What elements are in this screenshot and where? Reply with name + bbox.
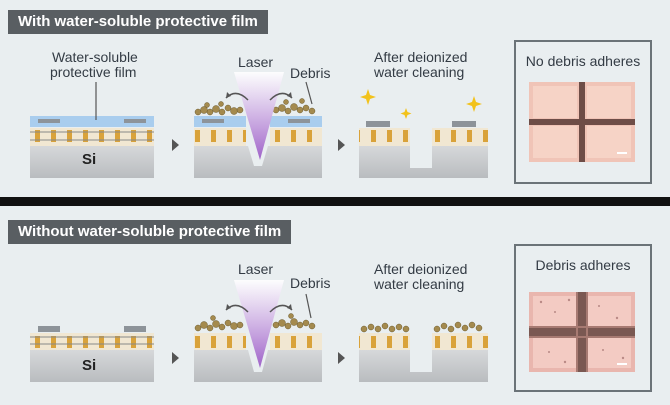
result-title: Debris adheres <box>535 257 631 273</box>
cleaning-label-line2: water cleaning <box>373 64 464 80</box>
stage-1-wafer: Si <box>30 326 154 382</box>
result-box-no-debris: No debris adheres <box>514 40 652 184</box>
section-header: With water-soluble protective film <box>8 10 268 34</box>
arrow-right-icon <box>172 139 179 151</box>
adhered-debris <box>360 321 483 333</box>
sparkle-icon <box>360 89 376 105</box>
micrograph-debris <box>529 292 635 372</box>
protective-film <box>30 116 154 127</box>
laser-beam <box>234 72 284 160</box>
section-header: Without water-soluble protective film <box>8 220 292 244</box>
arrow-right-icon <box>338 139 345 151</box>
laser-beam <box>234 280 284 368</box>
debris-particles <box>194 313 316 332</box>
panel-without-film: Si Laser Debris <box>0 206 670 405</box>
laser-label: Laser <box>238 261 273 277</box>
circuit-layer <box>30 128 154 146</box>
result-title: No debris adheres <box>525 53 641 69</box>
film-label-line1: Water-soluble <box>52 49 138 65</box>
sparkle-icon <box>466 96 482 112</box>
cleaning-label-line2: water cleaning <box>373 276 464 292</box>
si-label: Si <box>82 151 96 168</box>
debris-particles <box>194 98 316 116</box>
si-label: Si <box>82 357 96 374</box>
stage-1-wafer: Si <box>30 116 154 178</box>
laser-label: Laser <box>238 54 273 70</box>
process-diagram-with-film: Si Water-soluble protective film <box>30 49 488 178</box>
process-diagram-without-film: Si Laser Debris <box>30 261 488 382</box>
section-divider <box>0 197 670 206</box>
arrow-right-icon <box>338 352 345 364</box>
arrow-right-icon <box>172 352 179 364</box>
stage-2-laser <box>194 280 322 382</box>
stage-3-cleaned <box>359 89 488 178</box>
stage-3-debris-remains <box>359 321 488 382</box>
debris-label: Debris <box>290 275 330 291</box>
sparkle-icon <box>400 108 412 119</box>
debris-label: Debris <box>290 65 330 81</box>
result-box-debris: Debris adheres <box>514 244 652 392</box>
panel-with-film: Si Water-soluble protective film <box>0 0 670 197</box>
micrograph-clean <box>529 82 635 162</box>
film-label-line2: protective film <box>50 64 136 80</box>
cleaning-label-line1: After deionized <box>374 49 467 65</box>
cleaning-label-line1: After deionized <box>374 261 467 277</box>
si-substrate <box>30 146 154 178</box>
stage-2-laser <box>194 72 322 178</box>
